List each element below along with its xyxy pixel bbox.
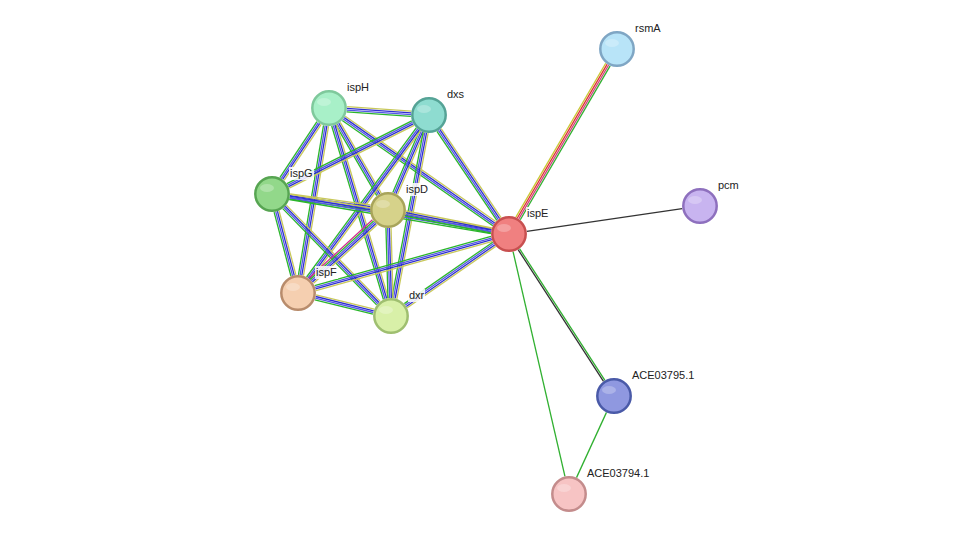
protein-node: pcm (682, 188, 718, 224)
evidence-line (288, 124, 413, 187)
evidence-line (527, 209, 682, 232)
evidence-line (404, 242, 492, 303)
node-circle (551, 476, 587, 512)
interaction-edge (287, 121, 414, 188)
evidence-line (405, 244, 493, 305)
interaction-edge (315, 295, 374, 314)
evidence-line (315, 298, 373, 312)
interaction-edge (513, 252, 565, 477)
evidence-line (316, 296, 374, 310)
evidence-line (347, 112, 411, 116)
evidence-line (274, 212, 291, 276)
evidence-line (520, 249, 605, 381)
evidence-line (310, 221, 374, 280)
evidence-line (519, 65, 609, 219)
node-label: ACE03794.1 (586, 467, 650, 480)
evidence-line (315, 238, 491, 287)
evidence-line (309, 220, 373, 279)
evidence-line (316, 240, 492, 289)
interaction-edge (386, 228, 393, 298)
interaction-edge (405, 211, 492, 233)
evidence-line (406, 245, 494, 306)
node-circle (311, 90, 347, 126)
evidence-line (277, 211, 294, 275)
interaction-edge (347, 107, 411, 117)
evidence-line (316, 241, 492, 290)
node-label: ACE03795.1 (631, 369, 695, 382)
interaction-edge (527, 209, 682, 232)
evidence-line (513, 252, 565, 477)
evidence-line (405, 216, 491, 233)
protein-node: ispD (370, 192, 406, 228)
node-circle (370, 192, 406, 228)
node-label: pcm (717, 179, 740, 192)
node-circle (599, 31, 635, 67)
protein-node: ACE03795.1 (596, 378, 632, 414)
node-circle (596, 378, 632, 414)
evidence-line (285, 206, 379, 302)
interaction-edge (309, 220, 377, 284)
node-label: ispG (289, 167, 314, 180)
node-circle (280, 275, 316, 311)
evidence-line (520, 66, 610, 220)
evidence-line (407, 246, 495, 307)
evidence-line (406, 211, 492, 228)
interaction-edge (283, 205, 381, 305)
node-label: ispE (526, 207, 549, 220)
protein-node: ispF (280, 275, 316, 311)
evidence-line (283, 123, 320, 179)
evidence-line (315, 300, 373, 314)
interaction-edge (516, 63, 610, 219)
node-label: ispF (315, 266, 338, 279)
node-label: ispH (346, 81, 370, 94)
protein-node: rsmA (599, 31, 635, 67)
evidence-line (441, 129, 501, 218)
evidence-line (386, 228, 388, 298)
protein-node: dxr (373, 298, 409, 334)
protein-node: ispG (254, 176, 290, 212)
protein-node: ACE03794.1 (551, 476, 587, 512)
interaction-edge (404, 242, 495, 308)
node-label: rsmA (634, 22, 662, 35)
protein-node: dxs (411, 97, 447, 133)
protein-node: ispE (491, 216, 527, 252)
evidence-line (518, 250, 603, 382)
evidence-line (406, 213, 492, 230)
evidence-line (287, 121, 412, 184)
node-circle (373, 298, 409, 334)
node-circle (411, 97, 447, 133)
node-label: ispD (405, 183, 429, 196)
evidence-line (288, 122, 413, 185)
evidence-line (438, 130, 498, 219)
node-circle (491, 216, 527, 252)
interaction-edge (518, 249, 605, 382)
node-circle (254, 176, 290, 212)
evidence-line (440, 129, 500, 218)
interaction-edge (437, 129, 501, 221)
evidence-line (405, 214, 491, 231)
evidence-line (437, 131, 497, 220)
protein-node: ispH (311, 90, 347, 126)
evidence-line (276, 212, 293, 276)
node-circle (682, 188, 718, 224)
evidence-line (517, 64, 607, 218)
interaction-edge (274, 211, 296, 276)
node-label: dxr (408, 289, 425, 302)
node-label: dxs (446, 88, 465, 101)
evidence-line (284, 207, 378, 303)
evidence-line (516, 63, 606, 217)
